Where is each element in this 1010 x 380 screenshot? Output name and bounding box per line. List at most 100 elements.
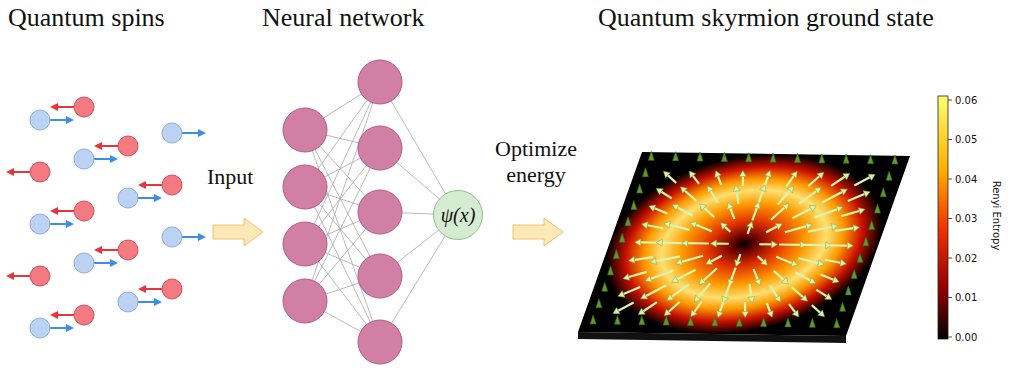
spin-cone (613, 250, 619, 259)
colorbar-value: 0.00 (955, 332, 977, 343)
spin-cone (892, 155, 898, 164)
spin-cone (614, 315, 620, 324)
spin-vector (786, 176, 794, 186)
spin-vector (698, 283, 710, 297)
spin-vector (774, 271, 784, 280)
spin-vector-head (840, 259, 847, 266)
spin-vector (748, 227, 750, 234)
spin-vector (738, 254, 740, 261)
spin-cone (819, 154, 825, 163)
input-neuron (283, 108, 327, 152)
colorbar-value: 0.04 (955, 174, 977, 185)
spin-vector-head (818, 310, 825, 317)
spin-vector (731, 268, 736, 281)
neurons (283, 60, 402, 364)
spin-vector (730, 208, 734, 219)
colorbar-value: 0.05 (955, 134, 977, 145)
spin-vector-head (782, 204, 789, 211)
spin-vector (815, 209, 838, 217)
spin-cone (840, 302, 846, 311)
spin-vector (789, 304, 795, 312)
spin-vector-head (672, 276, 679, 282)
spin-vector-head (765, 171, 772, 178)
spin-vector (835, 228, 853, 231)
spin-vector-head (809, 277, 816, 283)
spin-vector-head (774, 295, 780, 302)
spin-vector-head (710, 240, 716, 247)
spin-vector-head (775, 223, 782, 229)
hidden-neuron (358, 320, 402, 364)
spin-vector (661, 192, 671, 199)
spin-vector (635, 257, 653, 260)
spin-vector-head (629, 256, 635, 263)
spin-vector-head (817, 260, 824, 267)
spin-vector-head (663, 171, 670, 178)
step-label: Optimize energy (476, 136, 596, 189)
input-neuron (283, 279, 327, 323)
spin-vector-head (805, 223, 812, 230)
spin-cone (608, 266, 614, 275)
colorbar (938, 96, 948, 339)
spin-vector (629, 272, 647, 277)
spin-vector-head (801, 295, 808, 302)
colorbar-tick (948, 179, 952, 180)
spin-vector (795, 272, 810, 280)
spin-vector-head (676, 259, 683, 266)
spin-vector (854, 177, 869, 185)
spin-arrowhead (94, 246, 102, 254)
spin-vector (693, 176, 699, 184)
spin-arrowhead (50, 311, 58, 319)
spin-particle (74, 149, 94, 169)
spin-vector-head (708, 186, 714, 193)
spin-cone (809, 318, 815, 327)
spin-vector-head (694, 295, 701, 302)
spin-vector (668, 175, 676, 182)
spin-vector (737, 191, 739, 204)
spin-vector (647, 225, 663, 228)
spin-arrowhead (198, 129, 206, 137)
spin-vector (725, 227, 730, 232)
spin-vector-head (682, 240, 688, 247)
spin-vector-head (664, 309, 671, 316)
spin-vector (759, 243, 771, 245)
spin-vector (767, 303, 770, 312)
spin-vector-head (791, 260, 798, 267)
spin-particle (74, 253, 94, 273)
spin-vector-head (664, 221, 671, 228)
colorbar-value: 0.01 (955, 292, 977, 303)
spin-vector (704, 208, 714, 217)
spin-vector (822, 192, 842, 203)
spin-vector-head (754, 202, 761, 209)
spin-vector-head (843, 173, 850, 179)
spin-vector (744, 302, 746, 311)
colorbar-value: 0.02 (955, 253, 977, 264)
spin-cone (721, 152, 727, 161)
spin-vector (802, 244, 825, 247)
spin-particle (162, 123, 182, 143)
colorbar-tick (948, 258, 952, 259)
panel-heading: Neural network (262, 3, 424, 33)
spin-vector-head (721, 223, 728, 230)
spin-vector-head (717, 311, 724, 318)
spin-vector-head (727, 203, 734, 210)
colorbar-value: 0.03 (955, 213, 977, 224)
spin-vector-head (649, 205, 656, 212)
spin-arrowhead (154, 194, 162, 202)
spin-vector-head (868, 174, 875, 180)
spin-cone (642, 168, 648, 177)
spin-arrowhead (198, 233, 206, 241)
spin-arrowhead (50, 207, 58, 215)
spin-cone (785, 318, 791, 327)
spin-cone (590, 315, 596, 324)
spin-vector-head (817, 172, 824, 179)
input-neuron (283, 222, 327, 266)
spin-vector (716, 242, 728, 244)
spin-cone (863, 237, 869, 246)
spin-vector-head (840, 189, 847, 195)
spin-vector-head (680, 187, 687, 194)
spin-vector (770, 286, 777, 297)
spin-vector-head (761, 259, 768, 266)
spin-particle (118, 292, 138, 312)
